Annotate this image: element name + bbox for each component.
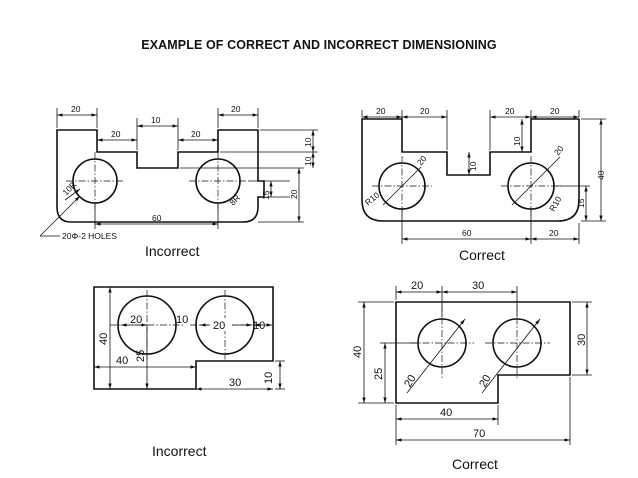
- holes-note: 20Φ-2 HOLES: [62, 231, 117, 241]
- dim-label: 40: [440, 407, 452, 419]
- diagram-bottom-right: 20 20 20 30 40 25 30 40 70 Correct: [352, 280, 592, 472]
- dim-label: 20: [130, 314, 142, 326]
- dim-label: R10: [547, 194, 564, 213]
- dim-label: 20: [415, 153, 429, 167]
- dim-label: 10: [303, 137, 313, 147]
- dim-label: 20: [550, 106, 560, 116]
- dim-label: 40: [596, 170, 606, 180]
- dim-label: 30: [229, 377, 241, 389]
- dim-label: 10: [512, 136, 522, 146]
- dim-label: 20: [411, 280, 423, 292]
- dim-label: 10: [263, 372, 275, 384]
- diagram-top-right: 20 20 20 20 10 10 20 20 R10 R10 40 15 60…: [361, 106, 606, 263]
- dim-label: 20: [213, 320, 225, 332]
- dim-label: 25: [135, 350, 147, 362]
- part-outline: [56, 129, 265, 223]
- dim-label: R10: [363, 190, 382, 208]
- dim-label: 20: [549, 228, 559, 238]
- dim-label: 60: [152, 213, 162, 223]
- diagram-top-left: 20 20 10 20 20 10 10 20 15 60: [39, 104, 318, 259]
- dim-label: 40: [116, 355, 128, 367]
- part-outline: [361, 118, 580, 222]
- dim-label: 40: [98, 333, 110, 345]
- dim-label: 30: [472, 280, 484, 292]
- dim-label: 25: [373, 368, 385, 380]
- dim-label: 15: [576, 198, 586, 208]
- part-outline: [395, 301, 571, 404]
- page-title: EXAMPLE OF CORRECT AND INCORRECT DIMENSI…: [141, 38, 497, 52]
- dim-label: 20: [376, 106, 386, 116]
- dim-label: 20: [505, 106, 515, 116]
- caption-correct: Correct: [452, 456, 498, 472]
- caption-incorrect: Incorrect: [152, 443, 207, 459]
- dim-label: 30: [576, 334, 588, 346]
- dim-label: 20: [71, 104, 81, 114]
- dim-label: 10: [176, 314, 188, 326]
- dim-label: 10: [253, 320, 265, 332]
- caption-incorrect: Incorrect: [145, 243, 200, 259]
- dim-label: 15: [261, 190, 271, 200]
- dim-label: 20: [231, 104, 241, 114]
- dim-label: 20: [402, 373, 419, 390]
- dim-label: 20: [552, 143, 566, 157]
- dim-label: 10: [303, 156, 313, 166]
- dim-label: 8R: [227, 193, 242, 208]
- dim-label: 10: [151, 115, 161, 125]
- dim-label: 20: [191, 129, 201, 139]
- dim-label: 20: [477, 373, 494, 390]
- part-outline: [93, 286, 274, 390]
- dim-label: 60: [462, 228, 472, 238]
- dim-label: 20: [289, 189, 299, 199]
- caption-correct: Correct: [459, 247, 505, 263]
- dim-label: 70: [473, 428, 485, 440]
- dim-label: 10R: [60, 179, 78, 197]
- dim-label: 20: [420, 106, 430, 116]
- dim-label: 10: [468, 161, 478, 171]
- dim-label: 40: [352, 346, 364, 358]
- diagram-bottom-left: 20 10 20 10 40 40 25 30 10 Incorrect: [93, 286, 285, 459]
- dim-label: 20: [111, 129, 121, 139]
